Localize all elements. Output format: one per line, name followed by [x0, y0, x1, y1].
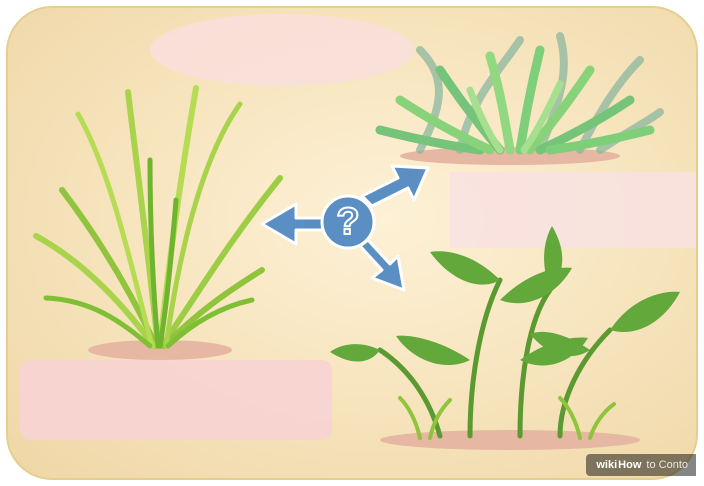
blank-label-right: [450, 172, 696, 248]
watermark-how: How: [618, 459, 641, 471]
arrow-down-right-icon: [360, 240, 404, 290]
arrow-up-right-icon: [362, 166, 428, 206]
direction-arrows: ?: [262, 166, 428, 290]
bushy-grass-plant: [380, 36, 660, 165]
blank-label-bottom-left: [20, 360, 332, 440]
watermark-title: to Conto: [646, 459, 688, 471]
watermark-wiki: wiki: [596, 459, 617, 471]
question-mark-icon: ?: [336, 201, 359, 243]
wikihow-watermark: wiki How to Conto: [586, 454, 696, 476]
tall-grass-plant: [36, 88, 280, 360]
blank-label-top: [150, 14, 414, 86]
